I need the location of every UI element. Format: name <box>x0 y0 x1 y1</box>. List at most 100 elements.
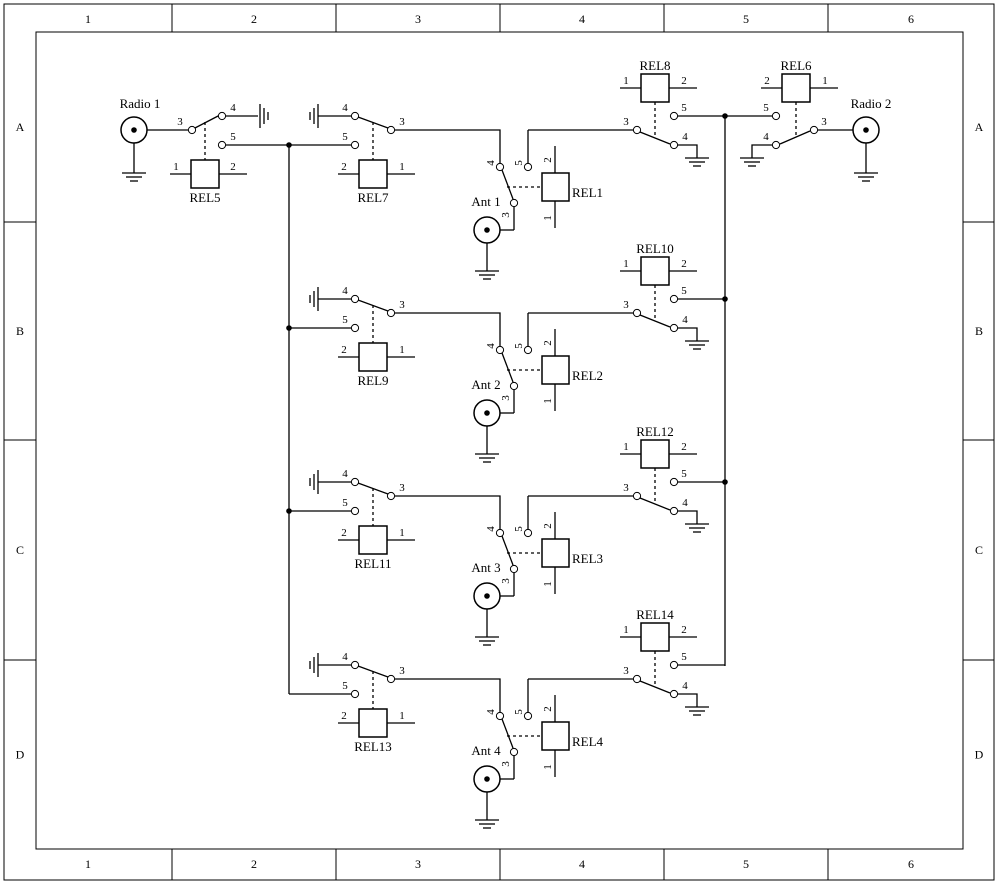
contact-terminal <box>669 506 679 516</box>
zone-column-label-bottom: 4 <box>579 857 585 871</box>
contact-terminal <box>523 162 533 172</box>
pin-label: 3 <box>623 299 629 311</box>
contact-terminal <box>386 125 396 135</box>
zone-row-label-right: B <box>975 324 983 338</box>
zone-column-label-bottom: 2 <box>251 857 257 871</box>
ground-symbol <box>309 653 319 677</box>
relay-coil-antenna <box>541 721 570 751</box>
pin-label: 1 <box>542 581 554 587</box>
pin-label: 2 <box>341 161 347 173</box>
zone-column-label-bottom: 3 <box>415 857 421 871</box>
pin-label: 5 <box>681 102 687 114</box>
pin-label: 4 <box>342 102 348 114</box>
antenna-connector <box>473 582 501 610</box>
antenna-label: Ant 2 <box>471 377 500 392</box>
ground-symbol <box>309 287 319 311</box>
zone-column-label-top: 5 <box>743 12 749 26</box>
pin-label: 2 <box>230 161 236 173</box>
zone-column-label-top: 1 <box>85 12 91 26</box>
relay-label-antenna: REL1 <box>572 185 603 200</box>
contact-terminal <box>187 125 197 135</box>
contact-terminal <box>495 528 505 538</box>
relay-coil-top <box>640 73 670 103</box>
pin-label: 1 <box>399 161 405 173</box>
pin-label: 3 <box>399 299 405 311</box>
contact-terminal <box>669 323 679 333</box>
pin-label: 5 <box>342 131 348 143</box>
pin-label: 4 <box>485 709 497 715</box>
pin-label: 3 <box>500 395 512 401</box>
relay-coil-top <box>640 622 670 652</box>
zone-row-label-left: A <box>16 120 25 134</box>
radio1-connector <box>120 116 148 144</box>
pin-label: 5 <box>681 468 687 480</box>
pin-label: 2 <box>341 527 347 539</box>
zone-row-label-right: C <box>975 543 983 557</box>
pin-label: 4 <box>682 497 688 509</box>
relay-label-rel6: REL6 <box>780 58 812 73</box>
radio2-label: Radio 2 <box>851 96 892 111</box>
ground-symbol <box>685 340 709 350</box>
ground-symbol <box>685 157 709 167</box>
pin-label: 1 <box>399 527 405 539</box>
pin-label: 2 <box>542 157 554 163</box>
contact-terminal <box>632 308 642 318</box>
relay-label-top: REL14 <box>636 607 674 622</box>
ground-symbol <box>122 172 146 182</box>
pin-label: 1 <box>399 710 405 722</box>
zone-column-label-top: 6 <box>908 12 914 26</box>
zone-column-label-top: 2 <box>251 12 257 26</box>
pin-label: 1 <box>173 161 179 173</box>
zone-column-label-top: 4 <box>579 12 585 26</box>
relay-coil-select <box>358 159 388 189</box>
pin-label: 3 <box>500 578 512 584</box>
contact-terminal <box>771 111 781 121</box>
zone-row-label-left: D <box>16 748 25 762</box>
pin-label: 4 <box>342 285 348 297</box>
pin-label: 2 <box>681 441 687 453</box>
contact-terminal <box>509 198 519 208</box>
contact-terminal <box>350 294 360 304</box>
pin-label: 5 <box>230 131 236 143</box>
relay-label-antenna: REL2 <box>572 368 603 383</box>
contact-terminal <box>509 381 519 391</box>
contact-terminal <box>669 660 679 670</box>
ground-symbol <box>475 819 499 829</box>
ground-symbol <box>685 706 709 716</box>
zone-column-label-bottom: 5 <box>743 857 749 871</box>
pin-label: 1 <box>542 398 554 404</box>
pin-label: 3 <box>623 665 629 677</box>
contact-terminal <box>495 345 505 355</box>
zone-column-label-bottom: 1 <box>85 857 91 871</box>
contact-terminal <box>632 491 642 501</box>
pin-label: 4 <box>485 160 497 166</box>
pin-label: 2 <box>341 344 347 356</box>
pin-label: 5 <box>681 285 687 297</box>
contact-terminal <box>771 140 781 150</box>
relay-coil-top <box>640 439 670 469</box>
ground-symbol <box>740 157 764 167</box>
contact-terminal <box>386 308 396 318</box>
pin-label: 5 <box>342 314 348 326</box>
pin-label: 1 <box>542 764 554 770</box>
pin-label: 3 <box>399 116 405 128</box>
contact-terminal <box>350 660 360 670</box>
relay-coil-rel5 <box>190 159 220 189</box>
contact-terminal <box>509 747 519 757</box>
contact-terminal <box>509 564 519 574</box>
contact-terminal <box>217 111 227 121</box>
ground-symbol <box>475 270 499 280</box>
ground-symbol <box>685 523 709 533</box>
ground-symbol <box>475 636 499 646</box>
pin-label: 2 <box>764 75 770 87</box>
contact-terminal <box>669 111 679 121</box>
pin-label: 1 <box>623 75 629 87</box>
contact-terminal <box>350 689 360 699</box>
pin-label: 3 <box>399 482 405 494</box>
pin-label: 5 <box>513 160 525 166</box>
pin-label: 5 <box>342 680 348 692</box>
relay-label-select: REL7 <box>357 190 389 205</box>
